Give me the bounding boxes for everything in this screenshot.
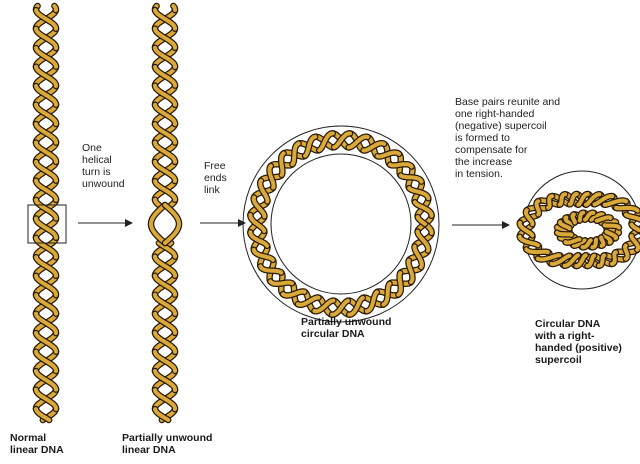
supercoil-outer-outline xyxy=(523,171,640,289)
strand-front xyxy=(557,233,571,235)
strand-front xyxy=(281,153,283,175)
caption-partially-unwound-circular-dna: Partially unwound circular DNA xyxy=(301,316,391,340)
partially-unwound-circular-dna xyxy=(243,126,439,322)
arrow-link xyxy=(200,219,246,227)
partially-unwound-linear-helix xyxy=(151,6,179,420)
caption-partially-unwound-linear-dna: Partially unwound linear DNA xyxy=(122,432,212,456)
ring-outer-outline xyxy=(243,126,439,322)
ring-inner-outline xyxy=(271,154,411,294)
transition-label-supercoil: Base pairs reunite and one right-handed … xyxy=(455,96,560,180)
strand-front xyxy=(573,214,575,222)
strand-front xyxy=(173,6,175,10)
arrow-supercoil xyxy=(452,221,510,229)
arrow-unwind xyxy=(78,219,133,227)
strand-front xyxy=(390,164,412,166)
transition-label-link: Free ends link xyxy=(204,160,227,196)
normal-linear-helix xyxy=(36,6,56,420)
strand-front xyxy=(270,281,292,283)
strand-front xyxy=(601,238,603,246)
caption-normal-linear-dna: Normal linear DNA xyxy=(10,432,64,456)
supercoiled-circular-dna xyxy=(520,171,640,289)
strand-front xyxy=(54,6,56,10)
caption-circular-dna-supercoil: Circular DNA with a right- handed (posit… xyxy=(535,318,622,366)
strand-front xyxy=(605,225,619,227)
transition-label-unwind: One helical turn is unwound xyxy=(82,142,125,190)
strand-front xyxy=(398,273,400,295)
